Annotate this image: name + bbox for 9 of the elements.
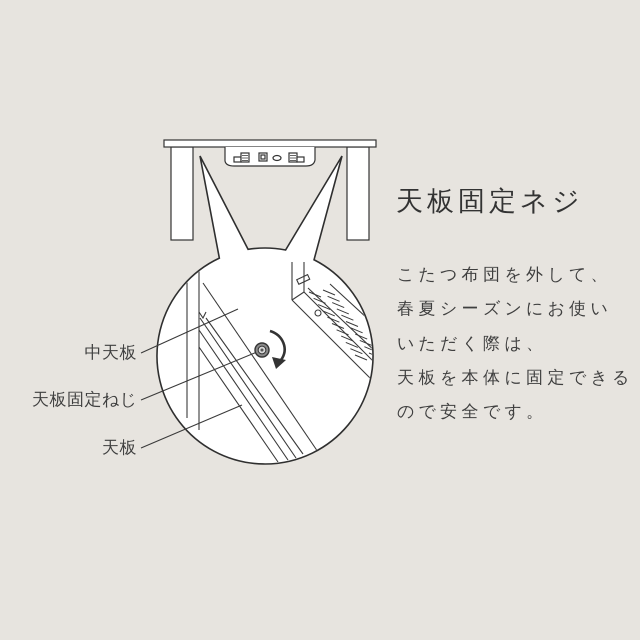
leader-line — [140, 308, 238, 354]
leader-line — [140, 352, 256, 400]
leader-line — [140, 404, 242, 448]
part-label: 天板固定ねじ — [32, 388, 137, 412]
heading: 天板固定ネジ — [396, 185, 584, 219]
description-text: こたつ布団を外して、春夏シーズンにお使いいただく際は、天板を本体に固定できるので安全です。 — [397, 264, 634, 424]
part-label: 中天板 — [84, 341, 137, 365]
part-label: 天板 — [102, 436, 137, 460]
screw — [254, 342, 270, 358]
